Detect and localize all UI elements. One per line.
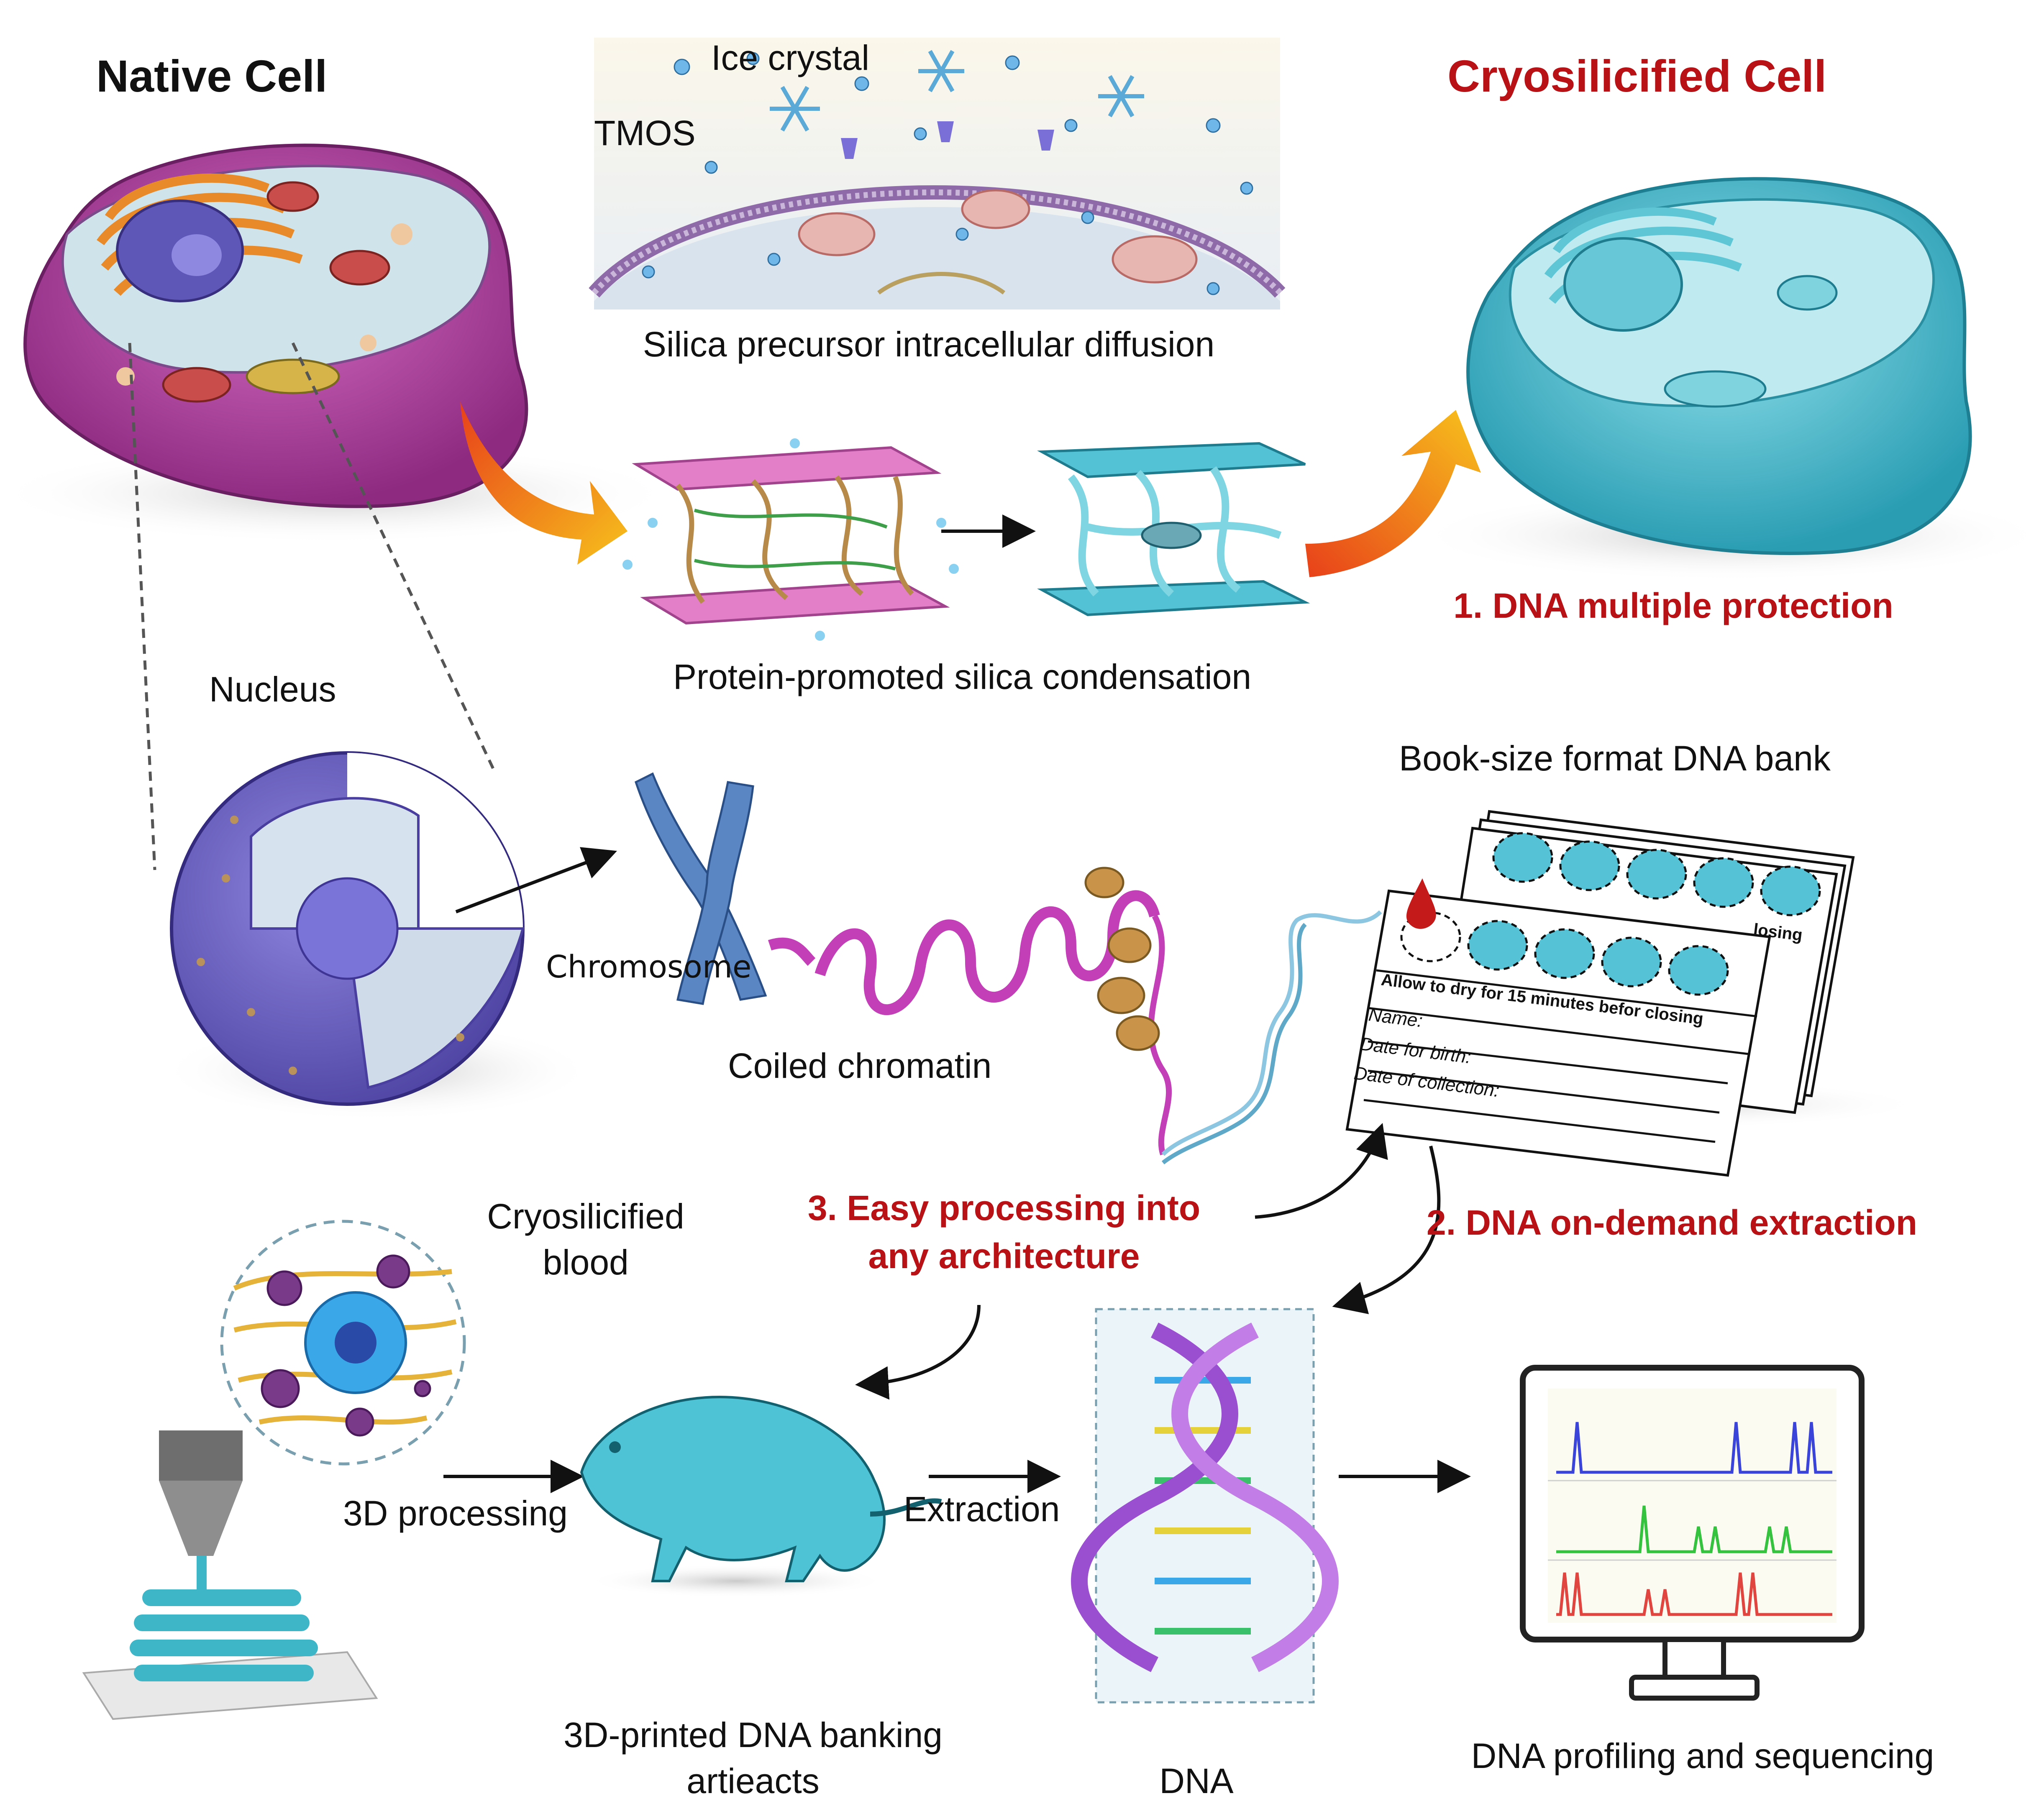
dna-strand xyxy=(1161,910,1382,1164)
book-bank-caption: Book-size format DNA bank xyxy=(1399,739,1831,778)
monitor-icon xyxy=(1520,1365,1865,1701)
cryo-cell-title: Cryosilicified Cell xyxy=(1447,51,1827,101)
extraction-label: Extraction xyxy=(904,1489,1060,1529)
cryo-blood-line2: blood xyxy=(543,1243,629,1282)
chromosome-icon xyxy=(634,772,767,1005)
blood-cell-sphere xyxy=(220,1220,466,1466)
tmos-label: TMOS xyxy=(594,113,696,153)
easy-processing-line2: any architecture xyxy=(868,1236,1140,1276)
condensation-caption: Protein-promoted silica condensation xyxy=(673,657,1252,696)
ice-crystal-icon xyxy=(770,50,1144,132)
protein-network xyxy=(622,438,959,641)
card-to-dna-arrow xyxy=(1332,1146,1441,1314)
cryo-blood-line1: Cryosilicified xyxy=(487,1197,684,1236)
coiled-chromatin xyxy=(768,890,1172,1156)
profiling-caption: DNA profiling and sequencing xyxy=(1471,1736,1934,1776)
membrane-section xyxy=(589,38,1286,310)
dna-label: DNA xyxy=(1159,1761,1234,1801)
on-demand-highlight: 2. DNA on-demand extraction xyxy=(1427,1203,1918,1242)
native-cell xyxy=(0,143,678,544)
easy-processing-line1: 3. Easy processing into xyxy=(807,1188,1201,1228)
chromosome-label: Chromosome xyxy=(546,949,752,985)
blood-drop-icon xyxy=(1406,878,1436,929)
silicified-network xyxy=(1037,442,1310,617)
protection-highlight: 1. DNA multiple protection xyxy=(1453,586,1893,625)
orange-arrow-in xyxy=(460,402,628,565)
3d-printer-nozzle xyxy=(159,1430,243,1589)
dna-double-helix xyxy=(1071,1308,1339,1704)
printed-artifacts-line1: 3D-printed DNA banking xyxy=(564,1715,943,1755)
rat-figure xyxy=(580,1395,942,1598)
zoom-lines xyxy=(128,342,495,870)
tmos-molecule-icon xyxy=(642,52,1253,295)
printed-coil xyxy=(82,1589,378,1720)
printed-artifacts-line2: artieacts xyxy=(686,1761,820,1801)
dna-card-stack xyxy=(1339,810,1924,1177)
cryosilicified-cell xyxy=(1414,177,2044,581)
diffusion-caption: Silica precursor intracellular diffusion xyxy=(643,325,1215,364)
nucleosomes xyxy=(1084,867,1160,1051)
ice-crystal-label: Ice crystal xyxy=(711,38,870,77)
nucleus-to-chromosome-arrow xyxy=(455,847,617,913)
chromatin-label: Coiled chromatin xyxy=(728,1046,992,1085)
3d-processing-label: 3D processing xyxy=(343,1494,568,1533)
architecture-to-card-arrow xyxy=(1255,1123,1388,1219)
architecture-to-rat-arrow xyxy=(855,1305,981,1400)
native-cell-title: Native Cell xyxy=(96,51,328,101)
nucleus-label: Nucleus xyxy=(209,670,336,709)
orange-arrow-out xyxy=(1305,410,1481,577)
nucleus-cutaway xyxy=(159,751,594,1121)
